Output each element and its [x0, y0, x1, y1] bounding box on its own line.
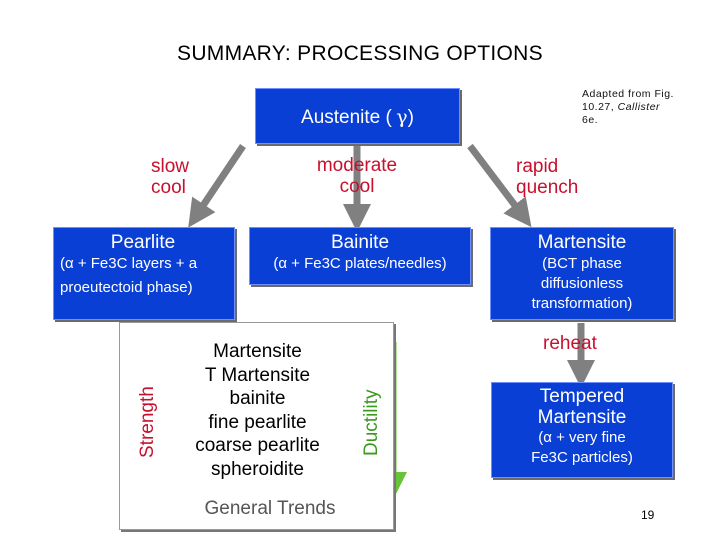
martensite-name: Martensite — [537, 232, 627, 253]
bainite-line1: (α + Fe3C plates/needles) — [273, 255, 447, 272]
cool-text: cool — [151, 177, 186, 198]
bainite-box: Bainite (α + Fe3C plates/needles) — [249, 227, 471, 285]
trends-list: Martensite T Martensite bainite fine pea… — [170, 340, 345, 481]
tempered-martensite-box: Tempered Martensite (α + very fine Fe3C … — [491, 382, 673, 478]
pearlite-name: Pearlite — [110, 232, 176, 253]
martensite-box: Martensite (BCT phase diffusionless tran… — [490, 227, 674, 320]
pearlite-line2: proeutectoid phase) — [60, 279, 193, 296]
page-number: 19 — [641, 508, 655, 522]
martensite-line3: transformation) — [531, 295, 633, 312]
slow-cool-label: slow cool — [151, 156, 189, 198]
trend-item: fine pearlite — [208, 411, 307, 433]
pearlite-box: Pearlite (α + Fe3C layers + a proeutecto… — [53, 227, 235, 320]
martensite-line1: (BCT phase — [542, 255, 622, 272]
trend-item: coarse pearlite — [195, 435, 320, 456]
moderate-text: moderate — [316, 155, 398, 176]
trend-item: spheroidite — [211, 458, 304, 480]
martensite-line2: diffusionless — [540, 275, 624, 292]
pearlite-line1: (α + Fe3C layers + a — [60, 255, 198, 272]
slow-cool-arrow — [188, 144, 246, 228]
slide-title: SUMMARY: PROCESSING OPTIONS — [177, 42, 543, 65]
austenite-close: ) — [407, 107, 414, 128]
rapid-text: rapid — [516, 156, 559, 177]
reheat-label: reheat — [543, 333, 597, 354]
trend-item: Martensite — [213, 341, 302, 362]
bainite-name: Bainite — [330, 232, 390, 253]
tempered-name2: Martensite — [537, 407, 627, 428]
general-trends-label: General Trends — [204, 498, 336, 519]
gamma-symbol: γ — [396, 106, 408, 128]
quench-text: quench — [516, 177, 579, 198]
strength-label: Strength — [137, 386, 158, 458]
caption-line1: Adapted from Fig. — [582, 88, 674, 100]
figure-caption: Adapted from Fig. 10.27, Callister 6e. — [582, 88, 692, 127]
rapid-quench-arrow — [467, 143, 532, 228]
caption-line3: 6e. — [582, 114, 599, 126]
caption-book: Callister — [617, 101, 661, 113]
caption-line2: 10.27, — [582, 101, 618, 113]
general-trends-box — [119, 322, 394, 530]
austenite-label: Austenite ( — [301, 107, 392, 128]
moderate-cool-label: moderate cool — [292, 155, 422, 197]
tempered-line1: (α + very fine — [538, 429, 626, 446]
trend-item: T Martensite — [204, 364, 311, 386]
tempered-name1: Tempered — [539, 386, 625, 407]
tempered-line2: Fe3C particles) — [531, 449, 633, 466]
rapid-quench-label: rapid quench — [516, 156, 578, 198]
austenite-box: Austenite ( γ) — [255, 88, 460, 144]
moderate-cool-text: cool — [339, 176, 375, 197]
trend-item: bainite — [229, 388, 286, 409]
slow-text: slow — [151, 156, 190, 177]
ductility-label: Ductility — [361, 389, 382, 456]
